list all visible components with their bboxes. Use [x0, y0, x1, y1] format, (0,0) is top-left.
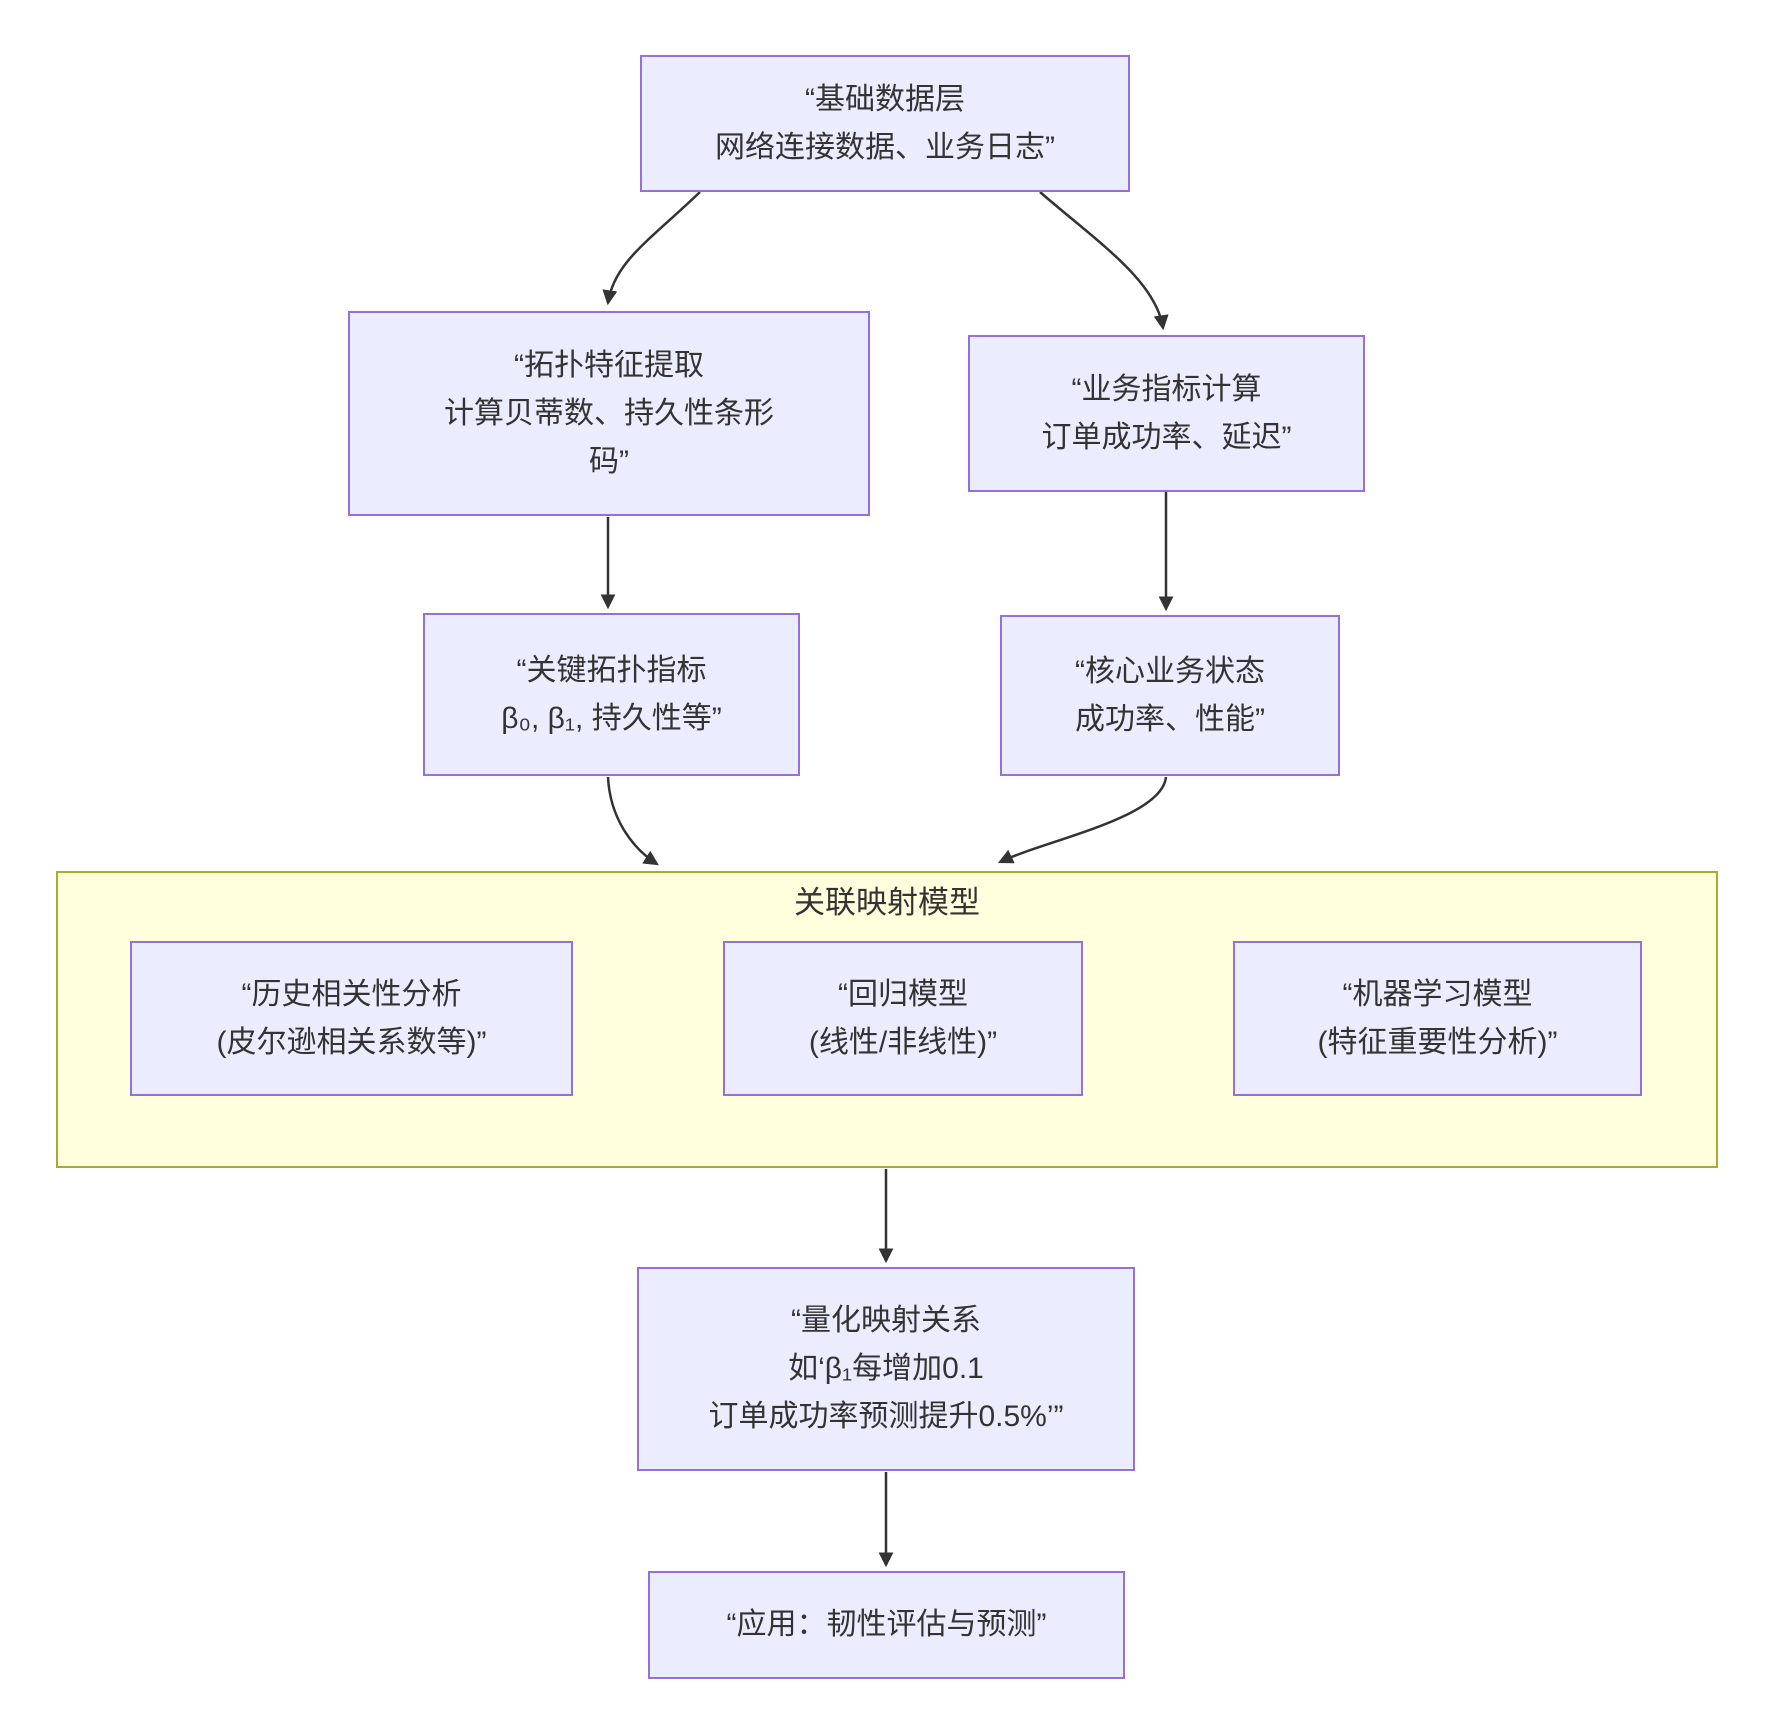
node-quantified-mapping-relation: “量化映射关系 如‘β₁每增加0.1 订单成功率预测提升0.5%’”: [637, 1267, 1135, 1471]
node-line: “业务指标计算: [1071, 372, 1262, 406]
node-core-business-state: “核心业务状态 成功率、性能”: [1000, 615, 1340, 776]
node-regression-model: “回归模型 (线性/非线性)”: [723, 941, 1083, 1096]
node-line: 计算贝蒂数、持久性条形: [444, 396, 774, 430]
node-line: “回归模型: [838, 977, 968, 1011]
node-base-data-layer: “基础数据层 网络连接数据、业务日志”: [640, 55, 1130, 192]
node-line: “量化映射关系: [791, 1304, 981, 1337]
node-line: 网络连接数据、业务日志”: [715, 130, 1055, 164]
node-line: 如‘β₁每增加0.1: [788, 1352, 984, 1385]
node-line: “关键拓扑指标: [516, 653, 707, 687]
node-business-metric-calculation: “业务指标计算 订单成功率、延迟”: [968, 335, 1365, 492]
edge-topo-key-to-cluster: [606, 776, 659, 866]
cluster-title: 关联映射模型: [794, 885, 980, 920]
node-line: 订单成功率、延迟”: [1041, 420, 1292, 454]
edge-base-to-biz-calc: [1039, 191, 1169, 331]
node-line: “拓扑特征提取: [514, 348, 704, 382]
node-line: “历史相关性分析: [241, 977, 462, 1011]
node-line: (特征重要性分析)”: [1317, 1025, 1558, 1059]
node-historical-correlation-analysis: “历史相关性分析 (皮尔逊相关系数等)”: [130, 941, 573, 1096]
node-machine-learning-model: “机器学习模型 (特征重要性分析)”: [1233, 941, 1642, 1096]
node-line: (皮尔逊相关系数等)”: [216, 1025, 487, 1059]
node-line: 码”: [589, 444, 629, 478]
node-line: “机器学习模型: [1342, 977, 1533, 1011]
node-line: “基础数据层: [805, 82, 965, 116]
node-line: (线性/非线性)”: [808, 1025, 998, 1059]
node-key-topology-indicators: “关键拓扑指标 β₀, β₁, 持久性等”: [423, 613, 800, 776]
node-line: 成功率、性能”: [1075, 702, 1265, 736]
node-line: 订单成功率预测提升0.5%’”: [708, 1400, 1064, 1433]
node-line: β₀, β₁, 持久性等”: [501, 701, 722, 735]
node-application-resilience-assessment: “应用：韧性评估与预测”: [648, 1571, 1125, 1679]
node-line: “应用：韧性评估与预测”: [726, 1608, 1047, 1641]
edge-biz-state-to-cluster: [997, 776, 1168, 864]
node-line: “核心业务状态: [1075, 654, 1265, 688]
edge-base-to-topo-extract: [602, 191, 701, 306]
node-topology-feature-extraction: “拓扑特征提取 计算贝蒂数、持久性条形 码”: [348, 311, 870, 516]
